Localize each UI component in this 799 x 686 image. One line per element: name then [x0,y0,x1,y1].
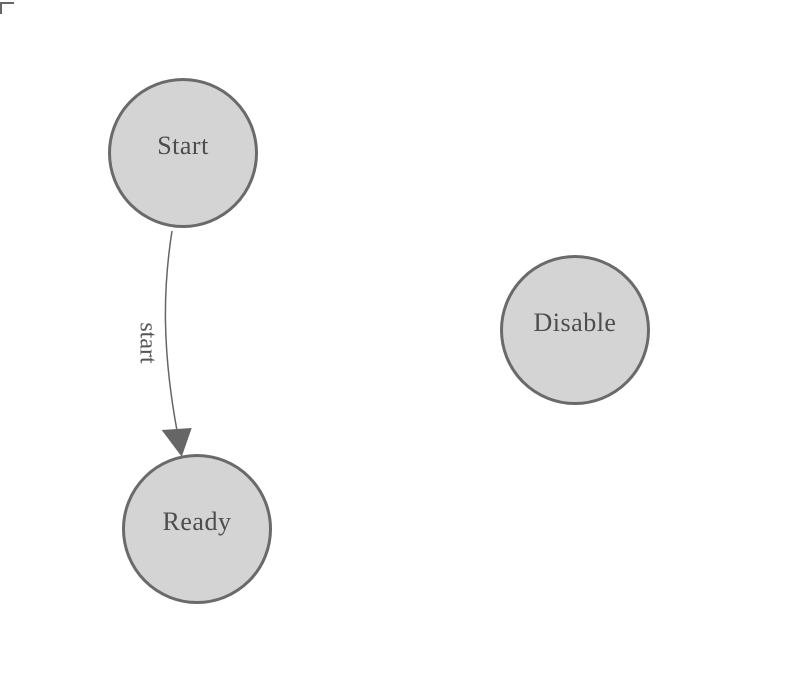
state-node-start[interactable]: Start [108,78,258,228]
edge-label-start[interactable]: start [134,322,161,364]
edge-arrowhead-icon [161,428,192,457]
state-node-ready[interactable]: Ready [122,454,272,604]
state-node-ready-label: Ready [162,507,232,536]
state-node-disable[interactable]: Disable [500,255,650,405]
transition-edge-start-to-ready[interactable] [164,230,178,430]
corner-origin-icon [0,2,14,14]
state-node-start-label: Start [157,131,209,160]
state-node-disable-label: Disable [533,308,617,337]
